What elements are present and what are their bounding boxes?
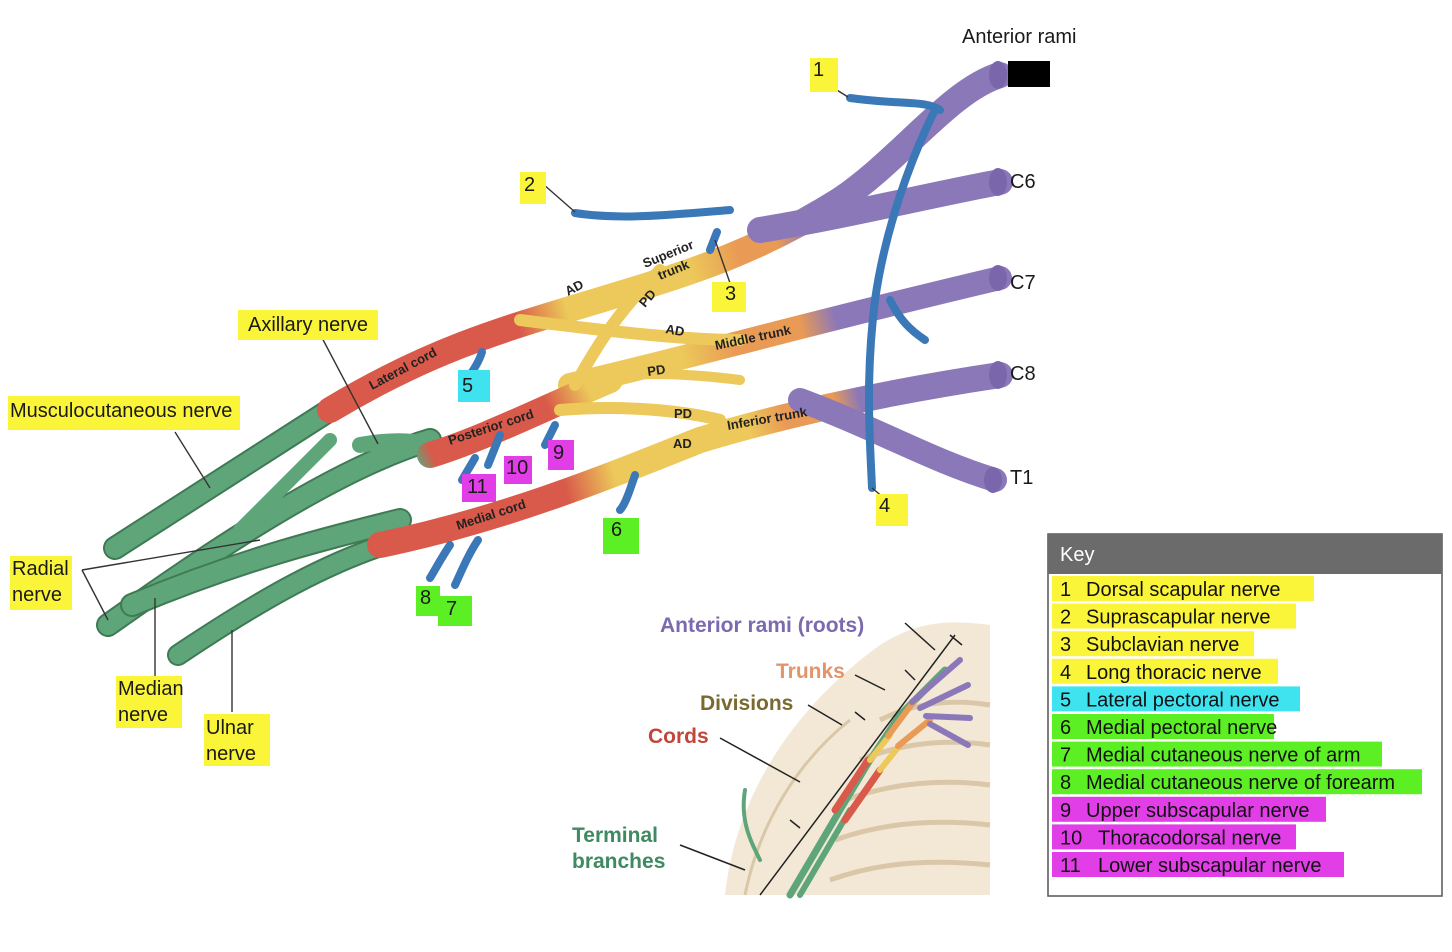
anterior-rami-header: Anterior rami (962, 26, 1076, 48)
root-labels: Anterior rami C6 C7 C8 T1 (962, 26, 1076, 489)
key-item-text-8: Medial cutaneous nerve of forearm (1086, 772, 1395, 794)
key-highlight-9 (1052, 796, 1326, 822)
key-highlight-2 (1052, 603, 1296, 629)
key-highlight-7 (1052, 741, 1382, 767)
callout-1: 1 (813, 59, 824, 81)
key-highlight-4 (1052, 658, 1278, 684)
key-item-number-4: 4 (1060, 662, 1071, 684)
callout-11: 11 (467, 476, 488, 498)
key-item-number-8: 8 (1060, 772, 1071, 794)
callout-4: 4 (879, 495, 890, 517)
musculocutaneous-nerve-label: Musculocutaneous nerve (10, 400, 232, 422)
key-item-number-9: 9 (1060, 800, 1071, 822)
inset-terminal-label-2: branches (572, 850, 665, 873)
root-label-c8: C8 (1010, 363, 1036, 385)
callout-10: 10 (506, 457, 528, 479)
key-panel: Key 1 Dorsal scapular nerve 2 Suprascapular… (1047, 533, 1443, 897)
key-item-number-2: 2 (1060, 607, 1071, 629)
key-item-text-9: Upper subscapular nerve (1086, 800, 1309, 822)
key-item-number-11: 11 (1060, 855, 1081, 877)
key-item-text-7: Medial cutaneous nerve of arm (1086, 745, 1361, 767)
radial-nerve-label-2: nerve (12, 584, 62, 606)
key-item-text-4: Long thoracic nerve (1086, 662, 1262, 684)
key-item-text-1: Dorsal scapular nerve (1086, 579, 1281, 601)
ad-label-2: AD (664, 321, 685, 339)
key-highlight-6 (1052, 714, 1274, 739)
key-item-text-3: Subclavian nerve (1086, 634, 1239, 656)
key-item-text-5: Lateral pectoral nerve (1086, 689, 1279, 711)
median-nerve-label-2: nerve (118, 704, 168, 726)
key-header (1048, 534, 1442, 574)
ad-label-3: AD (673, 436, 692, 451)
key-item-number-6: 6 (1060, 717, 1071, 739)
key-list: 1 Dorsal scapular nerve 2 Suprascapular ner… (1052, 576, 1422, 877)
key-item-number-1: 1 (1060, 579, 1071, 601)
radial-nerve-label-1: Radial (12, 558, 69, 580)
inset-cords-label: Cords (648, 725, 709, 748)
median-nerve-label-1: Median (118, 678, 184, 700)
root-label-c6: C6 (1010, 171, 1036, 193)
inset-divisions-label: Divisions (700, 692, 793, 715)
axillary-nerve-label: Axillary nerve (248, 314, 368, 336)
key-highlight-1 (1052, 576, 1314, 601)
key-highlight-11 (1052, 852, 1344, 877)
terminal-branches (96, 398, 442, 666)
branch-nerves (426, 94, 944, 589)
key-item-number-10: 10 (1060, 827, 1082, 849)
nerve-labels: Axillary nerve Musculocutaneous nerve Ra… (8, 310, 378, 766)
key-item-number-7: 7 (1060, 745, 1071, 767)
callout-6: 6 (611, 519, 622, 541)
callout-7: 7 (446, 598, 457, 620)
root-label-t1: T1 (1010, 467, 1033, 489)
inset-roots-label: Anterior rami (roots) (660, 614, 864, 637)
inset-illustration: Anterior rami (roots) Trunks Divisions C… (572, 614, 991, 899)
root-label-c7: C7 (1010, 272, 1036, 294)
key-item-text-6: Medial pectoral nerve (1086, 717, 1277, 739)
plexus-trunks (317, 62, 1013, 558)
number-callouts: 1 2 3 4 5 6 7 8 9 10 11 (416, 58, 908, 626)
key-item-number-5: 5 (1060, 689, 1071, 711)
key-item-number-3: 3 (1060, 634, 1071, 656)
key-highlight-3 (1052, 631, 1254, 657)
callout-8: 8 (420, 587, 431, 609)
callout-5: 5 (462, 375, 473, 397)
redaction-block (1008, 61, 1050, 87)
inset-trunks-label: Trunks (776, 660, 845, 683)
callout-3: 3 (725, 283, 736, 305)
key-item-text-2: Suprascapular nerve (1086, 607, 1271, 629)
key-title: Key (1060, 544, 1094, 566)
ulnar-nerve-label-2: nerve (206, 743, 256, 765)
ulnar-nerve-label-1: Ulnar (206, 717, 254, 739)
callout-9: 9 (553, 442, 564, 464)
key-highlight-5 (1052, 686, 1300, 712)
key-highlight-8 (1052, 769, 1422, 795)
inset-terminal-label-1: Terminal (572, 824, 658, 847)
pd-label-2: PD (646, 362, 666, 379)
key-item-text-10: Thoracodorsal nerve (1098, 827, 1281, 849)
key-item-text-11: Lower subscapular nerve (1098, 855, 1321, 877)
pd-label-3: PD (674, 406, 692, 421)
root-end-caps (984, 61, 1007, 493)
callout-2: 2 (524, 174, 535, 196)
key-highlight-10 (1052, 824, 1296, 850)
